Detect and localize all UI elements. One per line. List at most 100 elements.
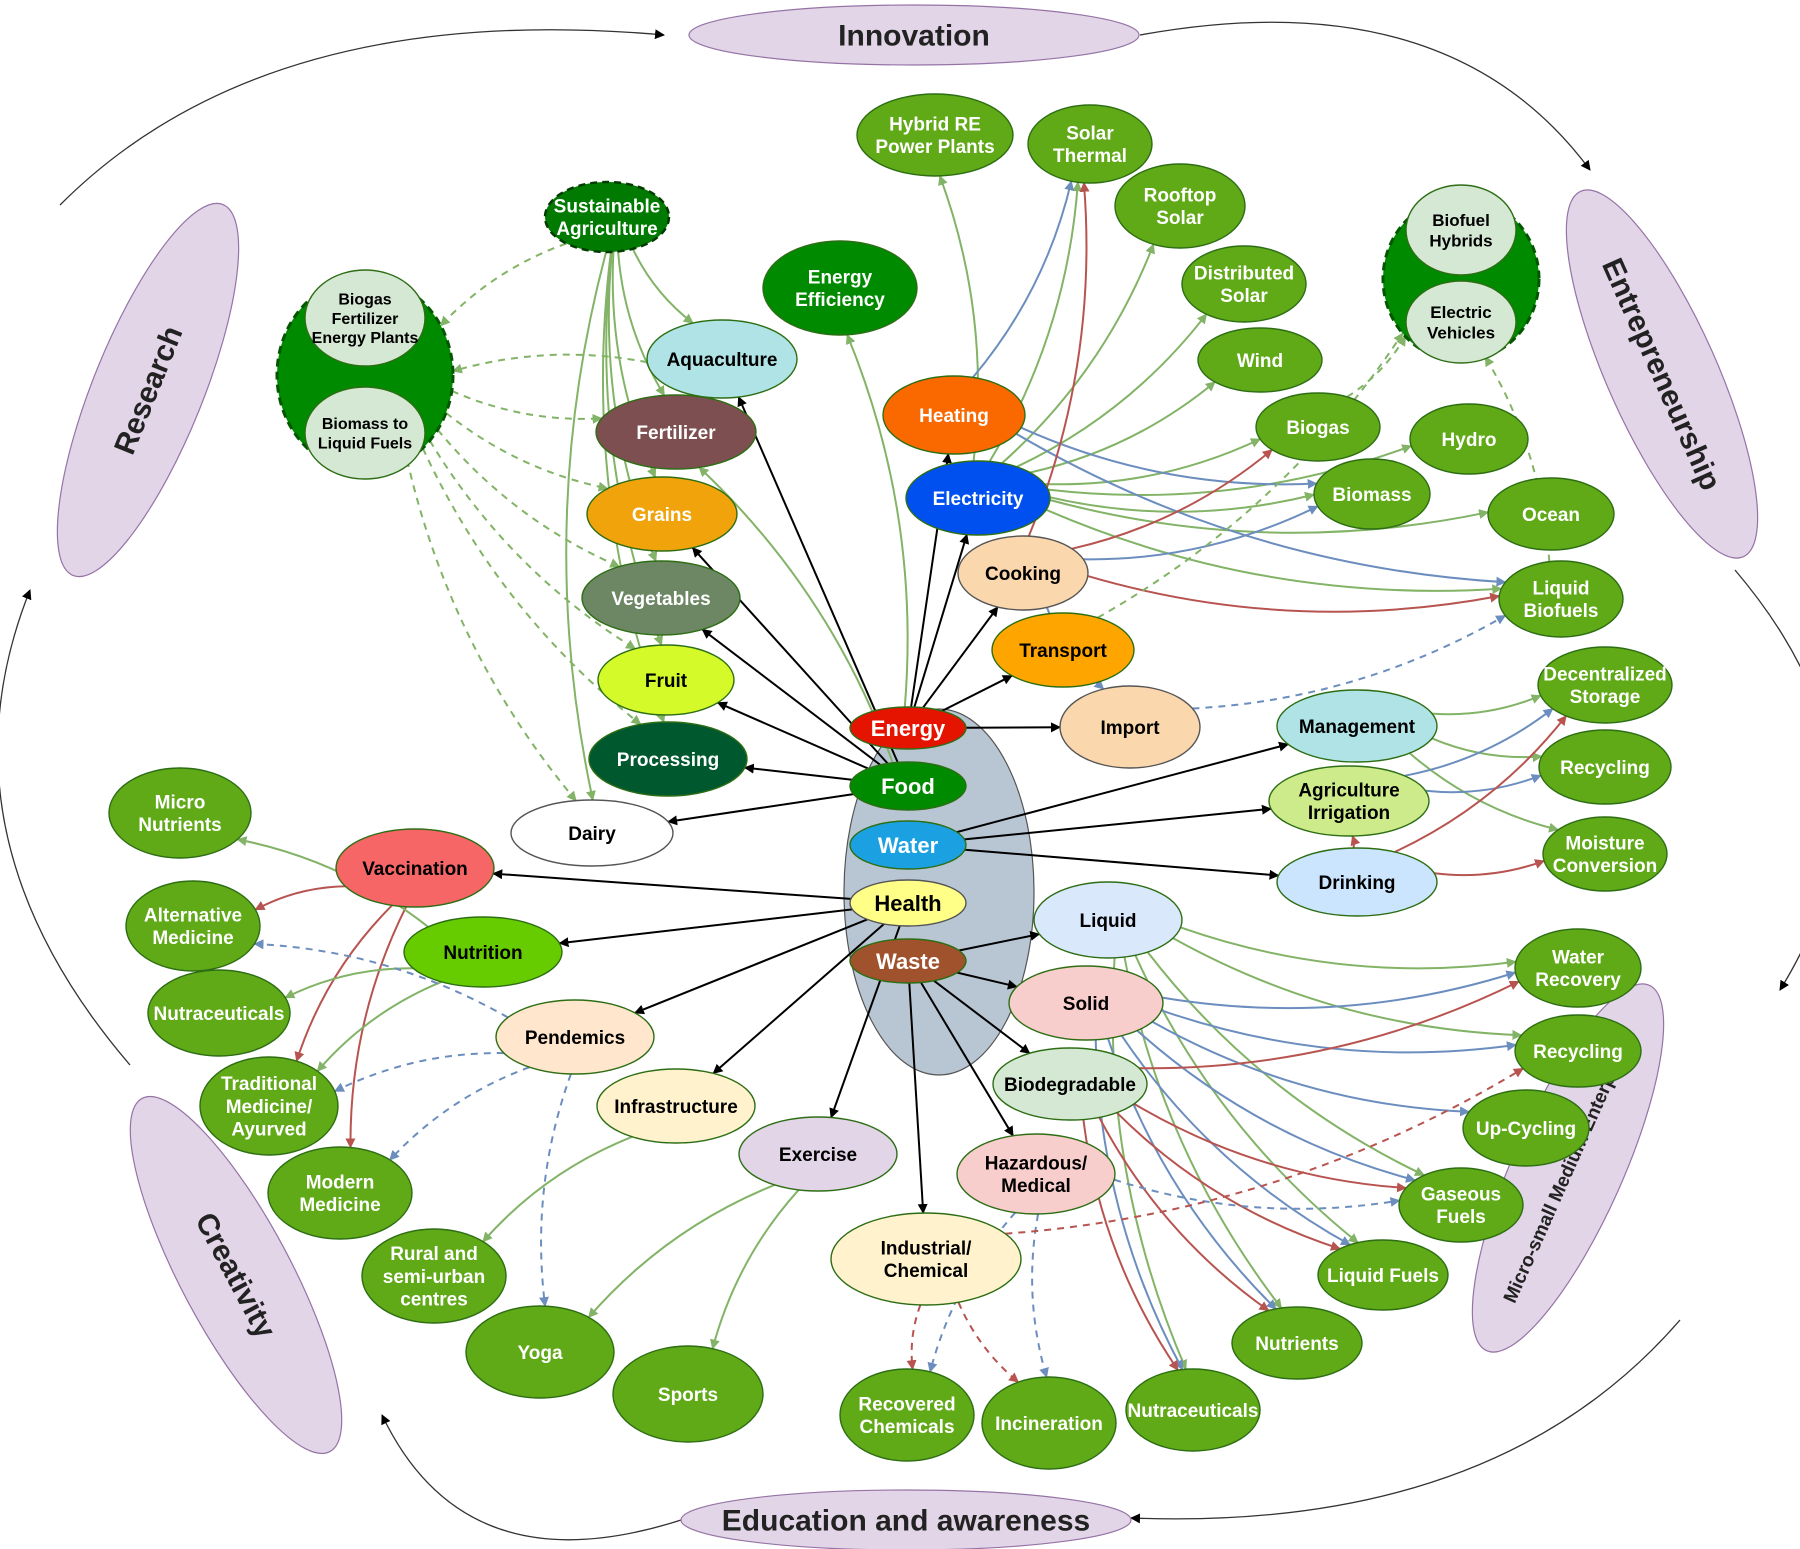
connector-food-to-fruit	[716, 701, 869, 770]
connector-pendemics-to-alt_medicine	[253, 939, 509, 1019]
connector-sust_agri-to-aquaculture	[631, 248, 694, 324]
connector-waste-to-liquid	[958, 930, 1041, 952]
frame-cycle-arrow	[1130, 1319, 1681, 1524]
node-nutraceuticals-w[interactable]: Nutraceuticals	[1125, 1368, 1261, 1452]
node-grains[interactable]: Grains	[586, 476, 738, 552]
node-transport[interactable]: Transport	[991, 612, 1135, 688]
node-liquid[interactable]: Liquid	[1033, 881, 1183, 959]
frame-cycle-arrow	[0, 589, 131, 1066]
node-health[interactable]: Health	[849, 879, 967, 927]
connector-group_left-to-dairy	[406, 459, 577, 802]
connector-infrastructure-to-rural	[482, 1135, 633, 1243]
node-fruit[interactable]: Fruit	[597, 644, 735, 716]
connector-pendemics-to-traditional	[333, 1052, 504, 1093]
node-water[interactable]: Water	[849, 820, 967, 870]
connector-group_left-to-grains	[445, 412, 609, 492]
node-wind[interactable]: Wind	[1197, 327, 1323, 393]
connector-industrial-to-recycling_s	[1005, 1067, 1524, 1235]
node-ocean[interactable]: Ocean	[1487, 477, 1615, 551]
connector-electricity-to-biomass	[1049, 491, 1315, 513]
node-cooking[interactable]: Cooking	[957, 535, 1089, 611]
connector-aquaculture-to-group_left	[451, 353, 648, 374]
connector-vaccination-to-traditional	[294, 904, 393, 1063]
connector-biodegradable-to-nutrients	[1098, 1116, 1270, 1312]
node-hazardous[interactable]: Hazardous/Medical	[956, 1133, 1116, 1215]
node-recycling-s[interactable]: Recycling	[1514, 1014, 1642, 1088]
connector-group_left-to-fertilizer	[451, 389, 603, 424]
node-dairy[interactable]: Dairy	[510, 799, 674, 867]
node-biogas[interactable]: Biogas	[1255, 392, 1381, 462]
connector-management-to-recycling_w	[1431, 737, 1543, 763]
node-aquaculture[interactable]: Aquaculture	[646, 319, 798, 399]
node-pendemics[interactable]: Pendemics	[495, 999, 655, 1075]
node-management[interactable]: Management	[1276, 689, 1438, 763]
connector-exercise-to-yoga	[587, 1183, 775, 1319]
node-waste[interactable]: Waste	[849, 938, 967, 984]
node-infrastructure[interactable]: Infrastructure	[596, 1068, 756, 1144]
node-liquid-fuels[interactable]: Liquid Fuels	[1317, 1239, 1449, 1311]
node-solid[interactable]: Solid	[1008, 965, 1164, 1041]
connector-management-to-decentral	[1432, 694, 1542, 716]
node-electricity[interactable]: Electricity	[905, 460, 1051, 536]
node-processing[interactable]: Processing	[588, 721, 748, 797]
node-recycling-w[interactable]: Recycling	[1538, 729, 1672, 805]
node-sports[interactable]: Sports	[612, 1345, 764, 1443]
node-food[interactable]: Food	[849, 761, 967, 811]
frame-innovation: Innovation	[688, 4, 1140, 66]
connector-electricity-to-wind	[1029, 381, 1216, 474]
node-drinking[interactable]: Drinking	[1276, 847, 1438, 917]
connector-waste-to-solid	[956, 971, 1018, 990]
node-nutraceuticals-h[interactable]: Nutraceuticals	[147, 969, 291, 1057]
node-biodegradable[interactable]: Biodegradable	[992, 1047, 1148, 1121]
connector-electricity-to-distributed	[1016, 313, 1208, 468]
frame-cycle-arrow	[381, 1414, 682, 1541]
connector-sust_agri-to-dairy	[565, 251, 608, 801]
frame-cycle-arrow	[59, 29, 665, 206]
node-vaccination[interactable]: Vaccination	[335, 828, 495, 908]
node-exercise[interactable]: Exercise	[738, 1116, 898, 1192]
node-nutrients[interactable]: Nutrients	[1231, 1306, 1363, 1380]
node-import[interactable]: Import	[1059, 685, 1201, 769]
connector-agri_irrigation-to-decentral	[1404, 707, 1554, 777]
frame-cycle-arrow	[1734, 569, 1800, 991]
node-heating[interactable]: Heating	[882, 375, 1026, 455]
node-industrial[interactable]: Industrial/Chemical	[830, 1212, 1022, 1306]
node-biomass[interactable]: Biomass	[1313, 458, 1431, 530]
connector-food-to-vegetables	[701, 628, 881, 766]
node-vegetables[interactable]: Vegetables	[581, 560, 741, 636]
node-hydro[interactable]: Hydro	[1409, 403, 1529, 475]
frame-research: Research	[56, 202, 240, 578]
node-upcycling[interactable]: Up-Cycling	[1462, 1089, 1590, 1167]
node-energy[interactable]: Energy	[849, 706, 967, 750]
node-incineration[interactable]: Incineration	[981, 1376, 1117, 1470]
connector-hazardous-to-gaseous	[1113, 1178, 1401, 1210]
node-yoga[interactable]: Yoga	[465, 1305, 615, 1399]
node-fertilizer[interactable]: Fertilizer	[595, 394, 757, 470]
node-nutrition[interactable]: Nutrition	[403, 916, 563, 988]
connector-health-to-infrastructure	[712, 923, 885, 1075]
connector-sust_agri-to-fertilizer	[617, 251, 666, 397]
